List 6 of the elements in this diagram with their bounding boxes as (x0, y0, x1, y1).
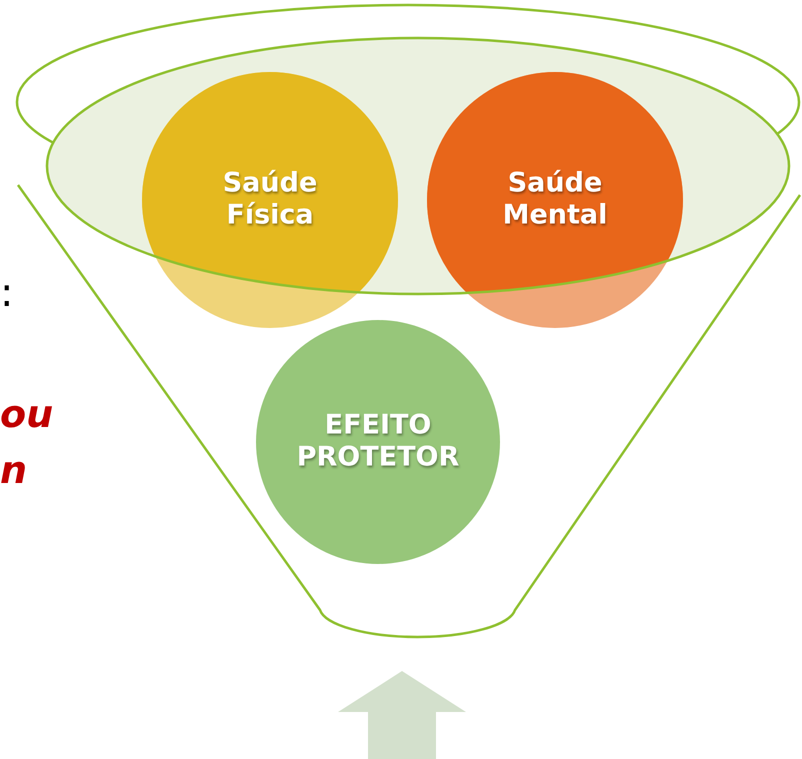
text-fragment: ou (0, 392, 54, 436)
circle-label: Saúde Mental (502, 168, 608, 232)
colon: : (0, 270, 14, 316)
text-fragment: n (0, 448, 28, 492)
circle-label: EFEITO PROTETOR (296, 410, 460, 474)
circle-label: Saúde Física (222, 168, 318, 232)
